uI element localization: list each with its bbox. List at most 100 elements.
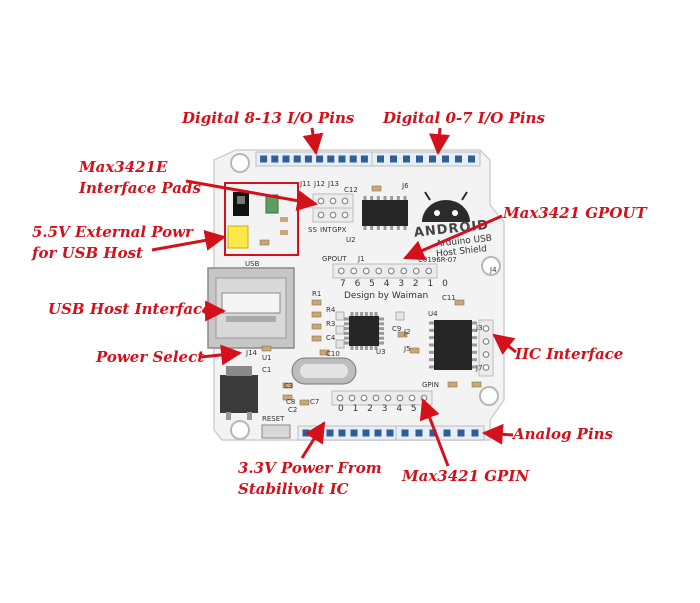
chip-leg [370,196,374,200]
silk-ref: J2 [403,328,411,336]
chip-leg [363,226,367,230]
header-pin [386,429,394,437]
chip-leg [379,317,384,321]
chip-leg [379,341,384,345]
header-pin [327,155,335,163]
header-pin [317,197,325,205]
smd-part [282,394,293,401]
smd-part [311,335,322,342]
header-pin [377,155,384,163]
silk-ref: J1 [357,255,365,263]
header-pin [350,429,358,437]
silk-ref: C11 [442,294,456,302]
voltage-regulator [220,366,258,420]
silk-gpin: GPIN [422,381,439,389]
header-pin [348,394,356,402]
header-pin [415,429,423,437]
silk-ref: C12 [344,186,358,194]
header-pin [429,429,437,437]
header-pin [390,155,397,163]
header-pin [338,155,346,163]
silk-ref: R3 [326,320,335,328]
chip-leg [472,358,477,362]
svg-text:Stabilivolt IC: Stabilivolt IC [238,480,349,498]
header-pin [338,429,346,437]
chip-leg [472,350,477,354]
annotation-usb-host: USB Host Interface [48,300,227,322]
annotation-gpout: Max3421 GPOUT [403,204,648,261]
chip-leg [360,346,364,350]
chip-leg [429,336,434,340]
chip-leg [344,336,349,340]
silk-ref: C4 [326,334,336,342]
svg-text:5.5V External Powr: 5.5V External Powr [32,223,194,241]
header-pin [341,197,349,205]
header-pin [374,429,382,437]
header-pin [349,155,357,163]
smd-part [319,349,330,356]
smd-part [471,381,482,388]
chip-u2 [362,196,408,230]
header-pin [293,155,301,163]
header-pin [384,394,392,402]
mounting-hole [479,386,499,406]
header-pin [341,211,349,219]
external-power-connector [227,192,249,249]
svg-text:Digital 8-13 I/O Pins: Digital 8-13 I/O Pins [181,109,355,127]
smd-part [447,381,458,388]
header-pin [412,267,420,275]
svg-text:3.3V Power From: 3.3V Power From [238,459,382,477]
header-body [332,263,438,279]
silk-ref: J12 [313,180,325,188]
header-pin [468,155,475,163]
analog-header [395,425,485,441]
chip-leg [376,226,380,230]
header-pin [329,211,337,219]
header-pin [304,155,312,163]
smd-component [280,230,288,235]
smd-part [397,331,408,338]
silk-ref: J3 [475,324,483,332]
annotation-digital-0-7: Digital 0-7 I/O Pins [382,109,545,156]
header-pin [416,155,423,163]
chip-leg [369,346,373,350]
silk-reset: RESET [262,415,285,423]
header-pin [326,429,334,437]
silk-ref: J5 [403,345,411,353]
smd-part [371,185,382,192]
annotation-text: Digital 8-13 I/O Pins [181,109,355,127]
smd-part [335,339,345,349]
smd-part [454,299,465,306]
header-body [331,390,433,406]
header-pin [362,267,370,275]
annotation-text: Interface Pads [78,179,201,197]
header-pin [482,351,490,358]
chip-leg [403,196,407,200]
silk-ref: J6 [401,182,409,190]
smd-parts [259,185,482,406]
smd-part [335,311,345,321]
silk-ref: U1 [262,354,272,362]
chip-leg [355,312,359,316]
mounting-hole [481,256,501,276]
chip-leg [379,322,384,326]
silk-ref: C1 [262,366,271,374]
chip-leg [403,226,407,230]
svg-text:Max3421 GPIN: Max3421 GPIN [401,467,530,485]
silk-ref: U3 [376,348,386,356]
chip-leg [472,321,477,325]
chip-leg [472,343,477,347]
header-pin [316,155,324,163]
header-pin [360,155,368,163]
silk-ref: U2 [346,236,356,244]
silk-gpout-digits: 7 6 5 4 3 2 1 0 [340,279,448,289]
header-pin [271,155,279,163]
header-body [395,425,485,441]
header-pin [408,394,416,402]
mounting-hole [230,153,250,173]
smd-part [261,345,272,352]
header-pin [302,429,310,437]
header-pin [482,364,490,371]
chip-leg [472,365,477,369]
chip-leg [344,322,349,326]
